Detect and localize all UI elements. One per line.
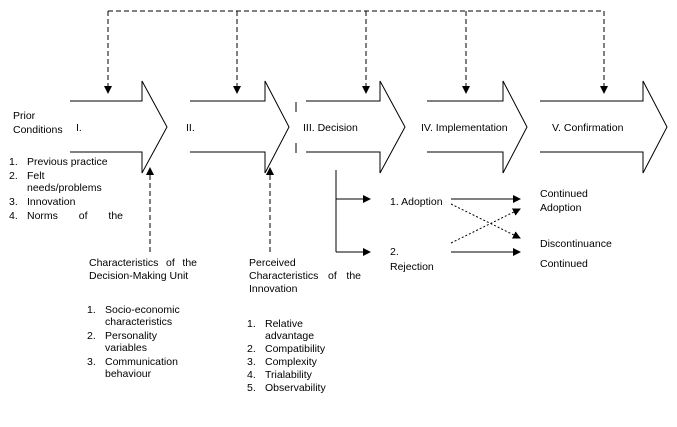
stage-3-name: Decision	[317, 122, 358, 134]
stage-5-numeral: V.	[552, 122, 561, 134]
list-item: 1. Previous practice	[9, 156, 125, 168]
stage-arrow-3	[306, 80, 406, 174]
list-item-text: Observability	[265, 382, 326, 394]
list-item-number: 4.	[9, 210, 18, 222]
adoption-to-discontinuance-arrow	[450, 203, 521, 239]
discontinuance-label: Discontinuance	[540, 238, 612, 250]
list-item: 3. Communication behaviour	[87, 356, 205, 380]
stage-arrow-2	[190, 80, 290, 174]
list-item-number: 4.	[247, 369, 256, 381]
list-item-number: 5.	[247, 382, 256, 394]
stage-arrow-4	[427, 80, 528, 174]
prior-conditions-title-line1: Prior	[13, 110, 36, 122]
stage-3-label: III. Decision	[303, 122, 358, 135]
list-item-number: 2.	[87, 330, 96, 342]
stage-2-numeral: II.	[186, 122, 195, 134]
list-item-text: Socio-economic characteristics	[105, 304, 180, 328]
list-item-text: Compatibility	[265, 343, 326, 355]
stage-arrow-5	[540, 80, 668, 174]
list-item-text: Norms of the	[27, 210, 123, 222]
prior-conditions-list-clip: 1. Previous practice 2. Felt needs/problem…	[9, 156, 141, 238]
list-item: 2. Personality variables	[87, 330, 185, 354]
list-item: 4. Norms of the	[9, 210, 125, 222]
stage-4-numeral: IV.	[421, 122, 433, 134]
list-item-number: 1.	[247, 318, 256, 330]
list-item-number: 1.	[87, 304, 96, 316]
list-item-number: 3.	[9, 196, 18, 208]
list-item-text: Relative advantage	[265, 318, 315, 342]
list-item: 2. Compatibility	[247, 343, 367, 355]
continued-adoption-line1: Continued	[540, 188, 588, 200]
stage-1-numeral: I.	[76, 122, 82, 134]
rejection-label-clip: Rejection	[388, 259, 448, 272]
innovation-list: 1. Relative advantage 2. Compatibility 3. C…	[247, 318, 367, 395]
list-item-number: 2.	[247, 343, 256, 355]
list-item-text: Personality variables	[105, 330, 157, 354]
list-item-text: Complexity	[265, 356, 317, 368]
stage-arrow-1	[70, 80, 168, 174]
rejection-number: 2.	[390, 246, 399, 258]
decision-unit-list: 1. Socio-economic characteristics 2. Perso…	[87, 304, 217, 382]
list-item: 2. Felt needs/problems	[9, 170, 117, 194]
list-item-number: 2.	[9, 170, 18, 182]
stage-5-name: Confirmation	[563, 122, 624, 134]
stage-3-numeral: III.	[303, 122, 315, 134]
list-item: 5. Observability	[247, 382, 367, 394]
list-item-text: Communication behaviour	[105, 356, 178, 380]
list-item: 3. Innovation	[9, 196, 125, 208]
list-item: 1. Relative advantage	[247, 318, 340, 342]
list-item-number: 3.	[87, 356, 96, 368]
decision-unit-title: Characteristics of the Decision-Making U…	[89, 257, 197, 282]
list-item-number: 3.	[247, 356, 256, 368]
adoption-label: 1. Adoption	[390, 196, 443, 208]
list-item: 3. Complexity	[247, 356, 367, 368]
stage-4-name: Implementation	[435, 122, 508, 134]
stage-4-label: IV. Implementation	[421, 122, 508, 135]
prior-conditions-title-line2: Conditions	[13, 124, 63, 136]
list-item-text: Previous practice	[27, 156, 108, 168]
stage-5-label: V. Confirmation	[552, 122, 623, 135]
list-item-number: 1.	[9, 156, 18, 168]
list-item: 1. Socio-economic characteristics	[87, 304, 205, 328]
list-item-text: Felt needs/problems	[27, 170, 102, 194]
list-item-text: Trialability	[265, 369, 312, 381]
rejection-label: Rejection	[390, 261, 434, 272]
continued-adoption-line2: Adoption	[540, 202, 582, 214]
prior-conditions-list: 1. Previous practice 2. Felt needs/problem…	[9, 156, 125, 224]
rejection-to-adoption-arrow	[450, 208, 521, 244]
list-item-text: Innovation	[27, 196, 76, 208]
list-item: 4. Trialability	[247, 369, 367, 381]
innovation-title: Perceived Characteristics of the Innovat…	[249, 257, 361, 295]
continued-rejection-label: Continued	[540, 258, 588, 270]
